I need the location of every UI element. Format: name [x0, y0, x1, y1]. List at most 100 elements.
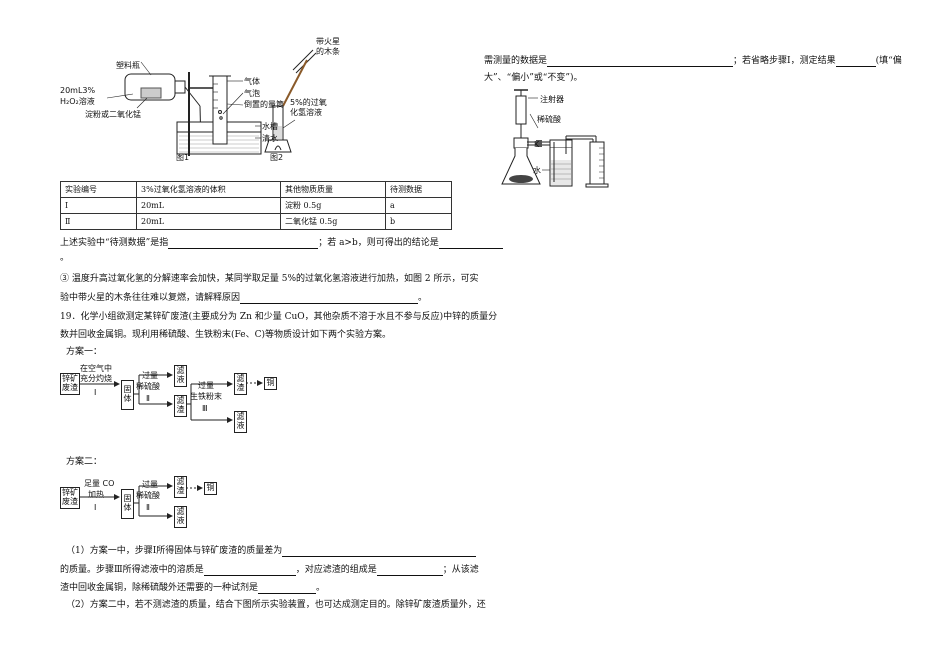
flow1-step2-label-2: 稀硫酸 — [136, 382, 160, 391]
answer-blank[interactable] — [168, 238, 319, 249]
flow2-step2-label-1: 过量 — [142, 480, 158, 489]
box-text: 固 — [123, 385, 132, 394]
flow2-step1-label-1: 足量 CO — [84, 479, 115, 488]
part-2-line-1: （2）方案二中，若不测滤渣的质量，结合下图所示实验装置，也可达成测定目的。除锌矿… — [66, 600, 486, 610]
right-line-2: 大”、“偏小”或“不变”)。 — [484, 73, 583, 83]
question-3-line-1: ③ 温度升高过氧化氢的分解速率会加快，某同学取足量 5%的过氧化氢溶液进行加热，… — [60, 274, 479, 284]
table-cell: 20mL — [136, 213, 281, 230]
table-header-row: 实验编号 3%过氧化氢溶液的体积 其他物质质量 待测数据 — [60, 181, 452, 198]
fig1-gas-label: 气体 — [244, 77, 260, 86]
box-text: 滤 — [236, 412, 245, 421]
text-segment: ；若 a>b，则可得出的结论是 — [318, 238, 439, 248]
fig1-trough-label: 水槽 — [262, 122, 278, 131]
box-text: 液 — [236, 421, 245, 430]
text-segment: 。 — [418, 293, 428, 303]
box-text: 锌矿 — [62, 488, 78, 497]
flow1-step3-label-2: 生铁粉末 — [190, 392, 222, 401]
flow1-residue-box: 滤渣 — [174, 395, 187, 417]
flow2-copper-box: 铜 — [204, 482, 217, 495]
flow1-step3-label-1: 过量 — [198, 381, 214, 390]
table-cell: b — [385, 213, 452, 230]
fig3-water-label: 水 — [533, 166, 541, 175]
answer-blank[interactable] — [258, 583, 317, 594]
question-wait-data-line: 上述实验中“待测数据”是指 ；若 a>b，则可得出的结论是 — [60, 237, 503, 249]
flow1-filtrate-box: 滤液 — [174, 365, 187, 387]
fig3-valve-label: K — [534, 140, 540, 149]
figure-3-apparatus — [501, 89, 609, 188]
answer-blank[interactable] — [240, 293, 419, 304]
box-text: 滤 — [176, 366, 185, 375]
answer-blank[interactable] — [835, 56, 876, 67]
part-1-line-2: 的质量。步骤Ⅲ所得滤液中的溶质是 ，对应滤渣的组成是 ；从该滤 — [60, 564, 479, 576]
text-segment: ；从该滤 — [442, 565, 479, 575]
table-cell: a — [385, 197, 452, 214]
table-header-cell: 实验编号 — [60, 181, 137, 198]
table-cell: Ⅰ — [60, 197, 137, 214]
answer-blank[interactable] — [282, 546, 477, 557]
fig2-splint-label-2: 的木条 — [316, 47, 340, 56]
part-1-line-3: 渣中回收金属铜，除稀硫酸外还需要的一种试剂是。 — [60, 582, 325, 594]
table-cell: 淀粉 0.5g — [280, 197, 386, 214]
flow1-solid-box: 固体 — [121, 380, 134, 410]
answer-blank[interactable] — [203, 565, 296, 576]
flow1-step1-num: Ⅰ — [94, 388, 97, 397]
question-19-line-2: 数并回收金属铜。现利用稀硫酸、生铁粉末(Fe、C)等物质设计如下两个实验方案。 — [60, 330, 391, 340]
box-text: 滤 — [176, 477, 185, 486]
box-text: 滤 — [176, 507, 185, 516]
text-segment: 的质量。步骤Ⅲ所得滤液中的溶质是 — [60, 565, 204, 575]
box-text: 废渣 — [62, 383, 78, 392]
flow2-ore-box: 锌矿废渣 — [60, 487, 80, 509]
right-line-1: 需测量的数据是；若省略步骤Ⅰ，测定结果(填“偏 — [484, 55, 902, 67]
table-cell: Ⅱ — [60, 213, 137, 230]
text-segment: (填“偏 — [875, 56, 902, 66]
fig1-solution-label-1: 20mL3% — [60, 86, 96, 95]
flow2-filtrate-box: 滤液 — [174, 506, 187, 528]
flow1-filtrate2-box: 滤液 — [234, 411, 247, 433]
text-segment: 需测量的数据是 — [484, 56, 548, 66]
flow2-solid-box: 固体 — [121, 489, 134, 519]
answer-blank[interactable] — [376, 565, 443, 576]
flow2-step2-num: Ⅱ — [146, 503, 150, 512]
box-text: 锌矿 — [62, 374, 78, 383]
fig1-catalyst-label: 淀粉或二氧化锰 — [85, 110, 141, 119]
box-text: 铜 — [266, 378, 275, 387]
flow1-copper-box: 铜 — [264, 377, 277, 390]
fig2-solution-label-2: 化氢溶液 — [290, 108, 322, 117]
text-segment: 验中带火星的木条往往难以复燃，请解释原因 — [60, 293, 241, 303]
table-cell: 二氧化锰 0.5g — [280, 213, 386, 230]
flow2-step2-label-2: 稀硫酸 — [136, 491, 160, 500]
text-segment: 上述实验中“待测数据”是指 — [60, 238, 169, 248]
table-row: Ⅰ 20mL 淀粉 0.5g a — [60, 197, 452, 214]
flow1-step2-num: Ⅱ — [146, 394, 150, 403]
part-1-line-1: （1）方案一中，步骤Ⅰ所得固体与锌矿废渣的质量差为 — [66, 545, 477, 557]
question-wait-end: 。 — [60, 253, 70, 263]
fig3-syringe-label: 注射器 — [540, 95, 564, 104]
box-text: 渣 — [236, 383, 245, 392]
fig3-acid-label: 稀硫酸 — [537, 115, 561, 124]
flow2-arrows — [79, 483, 203, 519]
experiment-table: 实验编号 3%过氧化氢溶液的体积 其他物质质量 待测数据 Ⅰ 20mL 淀粉 0… — [60, 181, 452, 230]
figure-1-2 — [106, 49, 317, 156]
fig2-splint-label-1: 带火星 — [316, 37, 340, 46]
box-text: 滤 — [176, 396, 185, 405]
box-text: 液 — [176, 516, 185, 525]
table-cell: 20mL — [136, 197, 281, 214]
answer-blank[interactable] — [438, 238, 503, 249]
box-text: 滤 — [236, 374, 245, 383]
text-segment: ，对应滤渣的组成是 — [295, 565, 377, 575]
box-text: 固 — [123, 494, 132, 503]
table-row: Ⅱ 20mL 二氧化锰 0.5g b — [60, 213, 452, 230]
flow2-residue-box: 滤渣 — [174, 476, 187, 498]
box-text: 液 — [176, 375, 185, 384]
answer-blank[interactable] — [547, 56, 734, 67]
fig1-water-label: 清水 — [262, 134, 278, 143]
box-text: 体 — [123, 503, 132, 512]
fig1-caption: 图1 — [176, 153, 190, 162]
plan-1-title: 方案一： — [66, 347, 103, 357]
table-header-cell: 待测数据 — [385, 181, 452, 198]
text-segment: 。 — [316, 583, 326, 593]
fig1-solution-label-2: H₂O₂溶液 — [60, 97, 95, 106]
text-segment: （1）方案一中，步骤Ⅰ所得固体与锌矿废渣的质量差为 — [66, 546, 283, 556]
flow1-step1-label-1: 在空气中 — [80, 364, 112, 373]
box-text: 渣 — [176, 486, 185, 495]
